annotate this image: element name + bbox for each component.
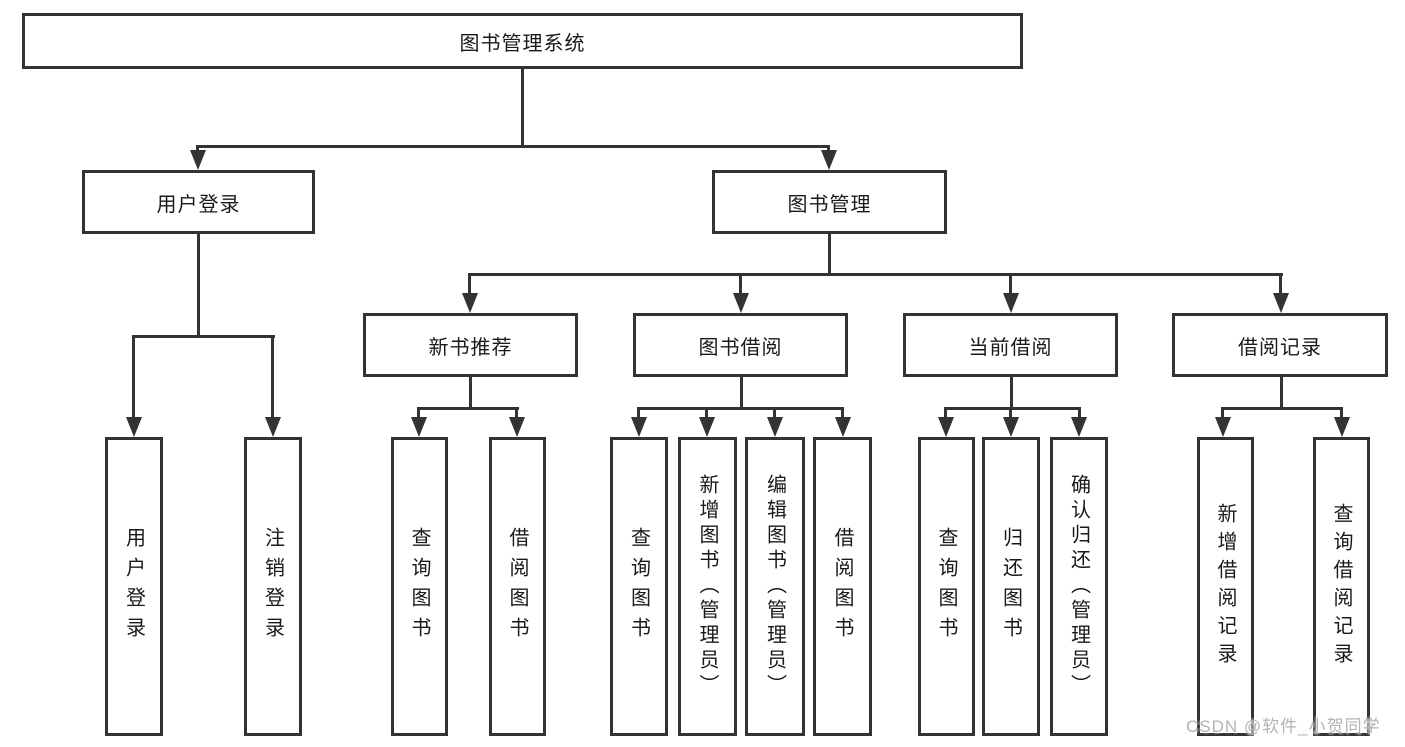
node-root-label: 图书管理系统 <box>459 32 586 55</box>
node-book-borrow: 图书借阅 <box>633 313 848 377</box>
connector-drop <box>705 407 708 423</box>
connector-drop <box>841 407 844 423</box>
node-user-login-label: 用户登录 <box>156 193 241 216</box>
connector-drop <box>515 407 518 423</box>
arrow-down-icon <box>126 417 142 437</box>
connector-drop <box>739 273 742 299</box>
connector-drop <box>773 407 776 423</box>
connector-bar-root <box>196 145 830 148</box>
leaf-add-book-admin: 新增图书（管理员） <box>678 437 737 736</box>
connector-stem-borrow-records <box>1280 377 1283 409</box>
node-new-book-recommend: 新书推荐 <box>363 313 578 377</box>
leaf-borrow-book-1-label: 借阅图书 <box>506 526 528 647</box>
connector-drop <box>1221 407 1224 423</box>
arrow-down-icon <box>1003 417 1019 437</box>
leaf-add-borrow-record-label: 新增借阅记录 <box>1214 502 1236 671</box>
connector-drop <box>271 335 274 423</box>
leaf-logout: 注销登录 <box>244 437 302 736</box>
arrow-down-icon <box>1215 417 1231 437</box>
connector-drop <box>637 407 640 423</box>
leaf-confirm-return-admin-label: 确认归还（管理员） <box>1067 474 1090 699</box>
connector-stem-new-book <box>469 377 472 409</box>
node-book-management-label: 图书管理 <box>787 193 872 216</box>
leaf-add-borrow-record: 新增借阅记录 <box>1197 437 1254 736</box>
watermark: CSDN @软件_小贺同学 <box>1186 717 1381 736</box>
leaf-return-book-label: 归还图书 <box>999 526 1022 647</box>
node-current-borrow-label: 当前借阅 <box>968 336 1053 359</box>
leaf-query-book-2: 查询图书 <box>610 437 668 736</box>
connector-stem-root <box>521 68 524 148</box>
leaf-add-book-admin-label: 新增图书（管理员） <box>696 474 718 699</box>
leaf-query-book-2-label: 查询图书 <box>627 526 650 647</box>
node-borrow-records: 借阅记录 <box>1172 313 1388 377</box>
connector-bar-current-borrow <box>944 407 1081 410</box>
connector-bar-new-book <box>417 407 519 410</box>
leaf-logout-label: 注销登录 <box>261 526 284 647</box>
connector-drop <box>1279 273 1282 299</box>
connector-drop <box>1340 407 1343 423</box>
arrow-down-icon <box>1003 293 1019 313</box>
leaf-query-borrow-record-label: 查询借阅记录 <box>1330 502 1352 671</box>
arrow-down-icon <box>767 417 783 437</box>
leaf-query-borrow-record: 查询借阅记录 <box>1313 437 1370 736</box>
connector-stem-book-borrow <box>740 377 743 409</box>
leaf-user-login: 用户登录 <box>105 437 163 736</box>
connector-bar-book-borrow <box>637 407 844 410</box>
node-book-management: 图书管理 <box>712 170 947 234</box>
connector-bar-user-login <box>132 335 275 338</box>
arrow-down-icon <box>411 417 427 437</box>
arrow-down-icon <box>462 293 478 313</box>
leaf-edit-book-admin-label: 编辑图书（管理员） <box>763 474 786 699</box>
connector-drop <box>944 407 947 423</box>
arrow-down-icon <box>190 150 206 170</box>
arrow-down-icon <box>821 150 837 170</box>
connector-stem-current-borrow <box>1010 377 1013 409</box>
arrow-down-icon <box>699 417 715 437</box>
connector-drop <box>1009 407 1012 423</box>
leaf-user-login-label: 用户登录 <box>122 526 145 647</box>
leaf-return-book: 归还图书 <box>982 437 1040 736</box>
leaf-borrow-book-2: 借阅图书 <box>813 437 872 736</box>
connector-drop <box>417 407 420 423</box>
connector-drop <box>1009 273 1012 299</box>
leaf-borrow-book-2-label: 借阅图书 <box>831 526 853 647</box>
arrow-down-icon <box>938 417 954 437</box>
leaf-query-book-1: 查询图书 <box>391 437 448 736</box>
connector-bar-book-mgmt <box>468 273 1283 276</box>
connector-stem-user-login <box>197 233 200 337</box>
arrow-down-icon <box>509 417 525 437</box>
connector-drop <box>132 335 135 423</box>
arrow-down-icon <box>835 417 851 437</box>
arrow-down-icon <box>1334 417 1350 437</box>
node-current-borrow: 当前借阅 <box>903 313 1118 377</box>
leaf-confirm-return-admin: 确认归还（管理员） <box>1050 437 1108 736</box>
node-new-book-recommend-label: 新书推荐 <box>428 336 513 359</box>
connector-bar-borrow-records <box>1221 407 1343 410</box>
connector-drop <box>1078 407 1081 423</box>
node-borrow-records-label: 借阅记录 <box>1238 336 1322 359</box>
arrow-down-icon <box>265 417 281 437</box>
node-book-borrow-label: 图书借阅 <box>698 336 783 359</box>
arrow-down-icon <box>733 293 749 313</box>
leaf-query-book-3-label: 查询图书 <box>935 526 957 647</box>
arrow-down-icon <box>1071 417 1087 437</box>
node-user-login: 用户登录 <box>82 170 315 234</box>
leaf-query-book-1-label: 查询图书 <box>408 526 430 647</box>
leaf-query-book-3: 查询图书 <box>918 437 975 736</box>
arrow-down-icon <box>631 417 647 437</box>
node-root: 图书管理系统 <box>22 13 1023 69</box>
leaf-borrow-book-1: 借阅图书 <box>489 437 546 736</box>
arrow-down-icon <box>1273 293 1289 313</box>
connector-drop <box>468 273 471 299</box>
connector-stem-book-mgmt <box>828 233 831 275</box>
leaf-edit-book-admin: 编辑图书（管理员） <box>745 437 805 736</box>
